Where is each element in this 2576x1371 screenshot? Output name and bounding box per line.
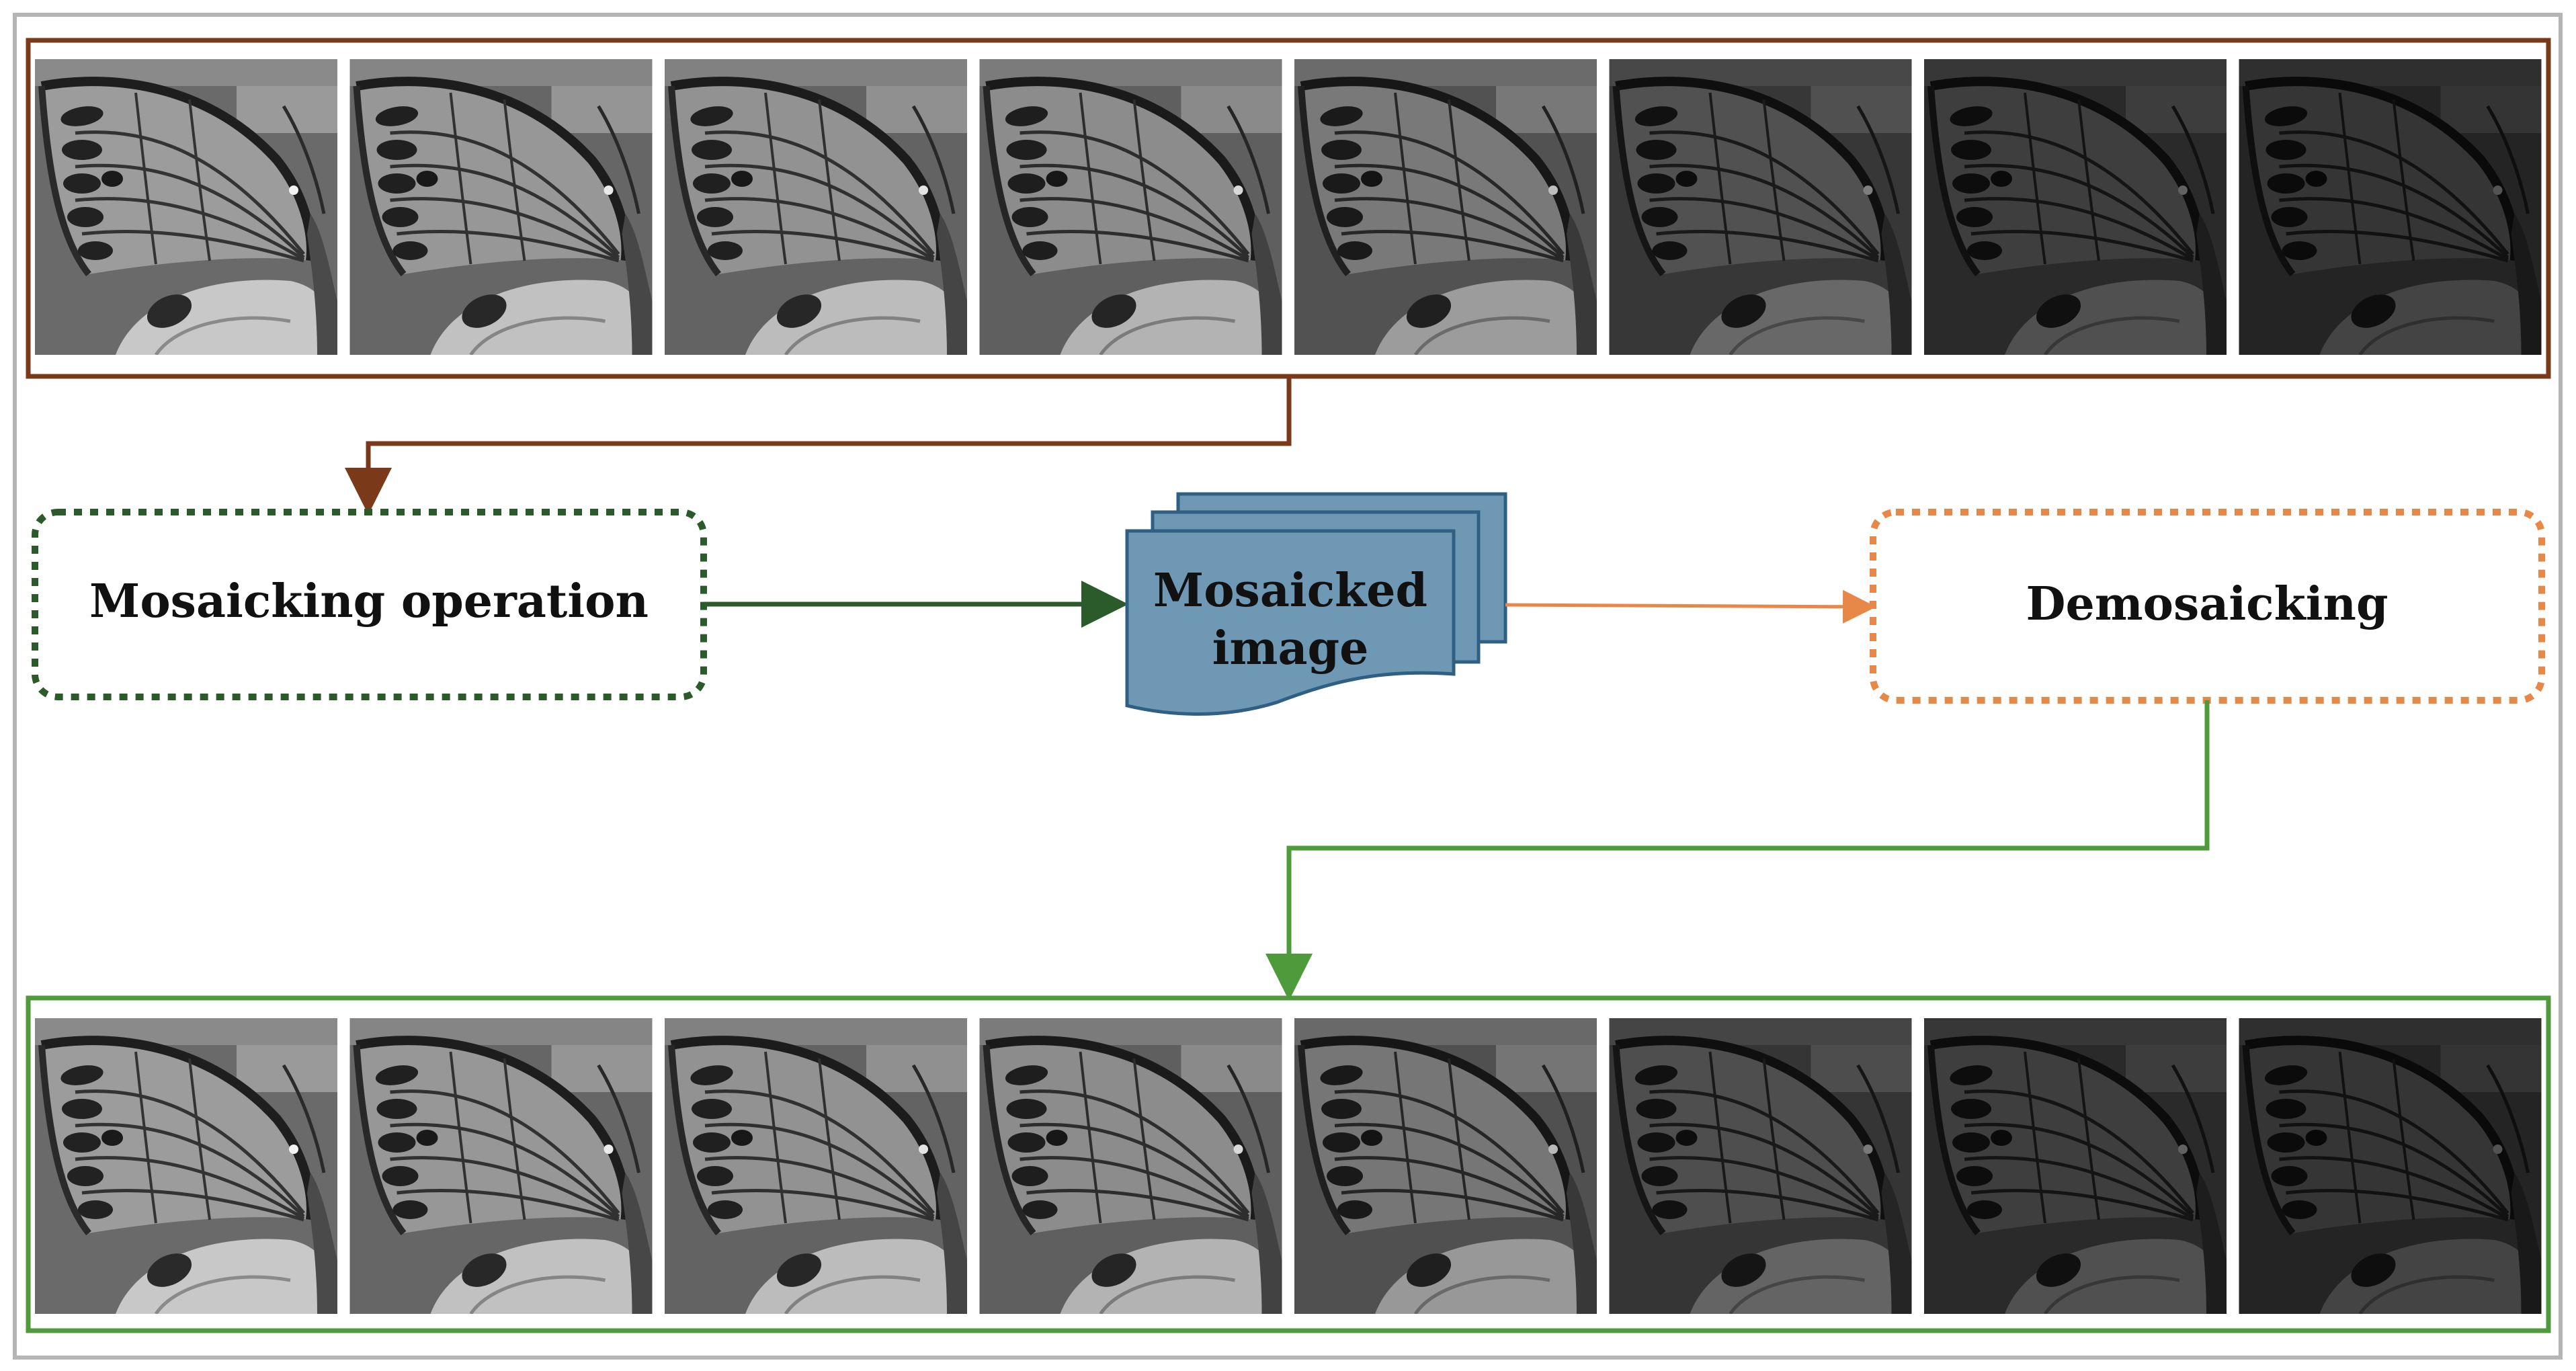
output-band-7-shade <box>1924 1018 2227 1314</box>
mosaicking-operation-label: Mosaicking operation <box>89 575 649 628</box>
output-band-5-shade <box>1294 1018 1597 1314</box>
input-band-5-thumbnail <box>1294 59 1597 355</box>
input-band-7-shade <box>1924 59 2227 355</box>
mosaicked-image-label-line1: Mosaicked <box>1153 564 1427 618</box>
stack-page-front <box>1125 529 1456 716</box>
input-band-4-shade <box>979 59 1282 355</box>
input-band-8-thumbnail <box>2239 59 2542 355</box>
input-band-8-shade <box>2239 59 2542 355</box>
output-band-7-thumbnail <box>1924 1018 2227 1314</box>
output-band-1-thumbnail <box>35 1018 337 1314</box>
input-band-images <box>35 59 2542 355</box>
input-band-2-thumbnail <box>350 59 653 355</box>
output-band-4-shade <box>979 1018 1282 1314</box>
output-band-4-thumbnail <box>979 1018 1282 1314</box>
demosaicking-label: Demosaicking <box>2026 577 2388 631</box>
input-band-6-thumbnail <box>1609 59 1912 355</box>
input-band-2-shade <box>350 59 653 355</box>
output-band-2-shade <box>350 1018 653 1314</box>
output-band-5-thumbnail <box>1294 1018 1597 1314</box>
input-band-3-shade <box>665 59 967 355</box>
arrow-input-to-mosaicking <box>345 376 1292 515</box>
input-band-6-shade <box>1609 59 1912 355</box>
input-band-3-thumbnail <box>665 59 967 355</box>
output-band-3-thumbnail <box>665 1018 967 1314</box>
output-band-8-shade <box>2239 1018 2542 1314</box>
arrow-mosaicked-to-demosaicking <box>1505 589 1876 624</box>
output-band-3-shade <box>665 1018 967 1314</box>
output-band-6-thumbnail <box>1609 1018 1912 1314</box>
mosaicked-image-stack: Mosaicked image <box>1125 492 1507 716</box>
output-band-images <box>35 1018 2542 1314</box>
input-band-1-thumbnail <box>35 59 337 355</box>
outer-frame <box>13 13 2563 1360</box>
input-band-4-thumbnail <box>979 59 1282 355</box>
output-band-2-thumbnail <box>350 1018 653 1314</box>
output-band-8-thumbnail <box>2239 1018 2542 1314</box>
arrow-demosaicking-to-output <box>1265 700 2210 1001</box>
output-band-6-shade <box>1609 1018 1912 1314</box>
input-band-5-shade <box>1294 59 1597 355</box>
input-band-7-thumbnail <box>1924 59 2227 355</box>
mosaicked-image-label-line2: image <box>1212 622 1369 675</box>
